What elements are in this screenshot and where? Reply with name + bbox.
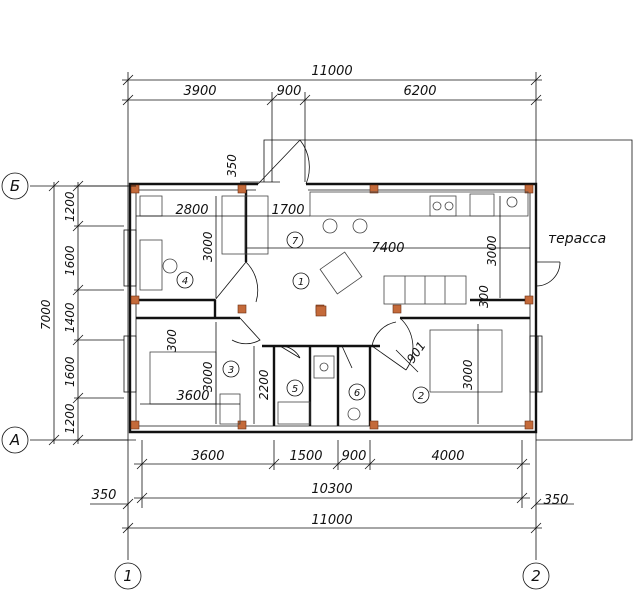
dim-room4-height: 3000 bbox=[201, 231, 215, 262]
terrace: терасса bbox=[263, 139, 633, 441]
dim-room3-height: 3000 bbox=[201, 361, 215, 392]
top-dimensions: 11000 3900 900 6200 bbox=[122, 64, 542, 182]
interior-doors bbox=[214, 261, 414, 371]
dim-bottom-offset-right: 350 bbox=[544, 493, 569, 508]
dim-bottom-total: 11000 bbox=[311, 513, 352, 528]
dim-bottom-inner: 10300 bbox=[311, 482, 352, 497]
dim-room3-width: 3600 bbox=[176, 389, 209, 404]
dim-left-seg-3: 1400 bbox=[63, 302, 77, 333]
axis-label-2: 2 bbox=[531, 567, 541, 585]
dim-top-seg-1: 3900 bbox=[183, 84, 216, 99]
terrace-label: терасса bbox=[548, 231, 606, 247]
dim-room4-width: 2800 bbox=[175, 203, 208, 218]
center-column bbox=[315, 305, 327, 317]
furniture bbox=[139, 191, 529, 425]
room-5-number: 5 bbox=[292, 384, 298, 395]
dim-wall-300-right: 300 bbox=[477, 285, 491, 308]
dim-bath-height: 2200 bbox=[257, 369, 271, 400]
axis-bubbles-numbers: 1 2 bbox=[114, 562, 550, 590]
room-markers: 1 2 3 4 5 6 7 bbox=[176, 231, 430, 404]
axis-label-b: Б bbox=[10, 177, 20, 195]
axis-label-a: А bbox=[9, 431, 20, 449]
dim-bottom-seg-3: 900 bbox=[342, 449, 367, 464]
dim-top-seg-2: 900 bbox=[277, 84, 302, 99]
dim-kitchen-height: 3000 bbox=[485, 235, 499, 266]
axis-label-1: 1 bbox=[123, 567, 133, 585]
interior-dimensions: 2800 1700 7400 3000 3000 300 300 3000 36… bbox=[136, 196, 530, 424]
terrace-door bbox=[535, 261, 561, 287]
dim-top-seg-3: 6200 bbox=[403, 84, 436, 99]
axis-bubbles-letters: Б А bbox=[1, 172, 29, 454]
dim-bedroom2-height: 3000 bbox=[461, 359, 475, 390]
dim-left-seg-4: 1600 bbox=[63, 356, 77, 387]
room-4-number: 4 bbox=[182, 276, 188, 287]
room-2-number: 2 bbox=[418, 391, 424, 402]
dim-left-total: 7000 bbox=[39, 299, 53, 330]
dim-bottom-seg-1: 3600 bbox=[191, 449, 224, 464]
bottom-dimensions: 3600 1500 900 4000 10300 350 350 11000 bbox=[90, 440, 574, 534]
dim-bottom-seg-4: 4000 bbox=[431, 449, 464, 464]
dim-hall-length: 7400 bbox=[371, 241, 404, 256]
dim-bottom-seg-2: 1500 bbox=[289, 449, 322, 464]
windows bbox=[123, 229, 543, 393]
dim-left-seg-5: 1200 bbox=[63, 403, 77, 434]
dim-left-seg-2: 1600 bbox=[63, 245, 77, 276]
dim-left-seg-1: 1200 bbox=[63, 191, 77, 222]
dim-room7-width: 1700 bbox=[271, 203, 304, 218]
dim-wall-offset-top: 350 bbox=[225, 154, 239, 177]
dim-top-total: 11000 bbox=[311, 64, 352, 79]
room-3-number: 3 bbox=[228, 365, 234, 376]
room-1-number: 1 bbox=[298, 277, 304, 288]
dim-bottom-offset-left: 350 bbox=[92, 488, 117, 503]
room-7-number: 7 bbox=[292, 236, 299, 247]
room-6-number: 6 bbox=[354, 388, 360, 399]
left-dimensions: 7000 1200 1600 1400 1600 1200 bbox=[39, 180, 136, 446]
dim-wall-300-left: 300 bbox=[165, 329, 179, 352]
axis-lines bbox=[30, 72, 537, 560]
interior-walls bbox=[136, 190, 530, 426]
